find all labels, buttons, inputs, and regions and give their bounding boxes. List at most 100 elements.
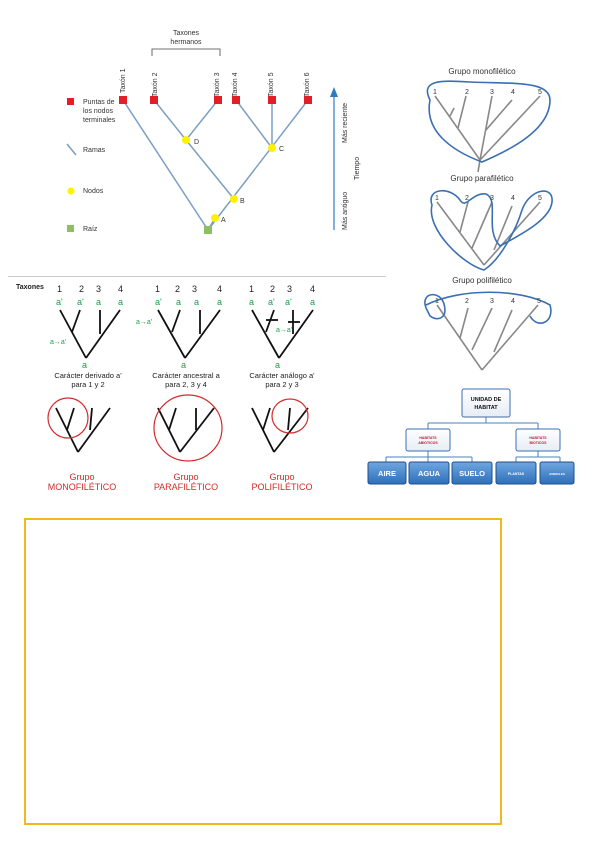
panel3-caption-1: Carácter análogo a' xyxy=(249,371,315,380)
poli-outline xyxy=(424,291,552,324)
taxon-label-6: Taxón 6 xyxy=(304,72,311,97)
panel1-change: a→a' xyxy=(50,339,66,346)
panel1-circle xyxy=(47,397,89,439)
legend-branch-label: Ramas xyxy=(83,147,106,154)
poli-taxon-5: 5 xyxy=(537,298,541,305)
node-c xyxy=(268,144,276,152)
panel2-group-1: Grupo xyxy=(173,472,198,482)
panel1-root: a xyxy=(82,360,87,370)
panel1-state-4: a xyxy=(118,297,123,307)
para-tree xyxy=(436,201,541,266)
panel3-state-4: a xyxy=(310,297,315,307)
poli-tree xyxy=(436,304,539,371)
character-panels: Taxones 1 2 3 4 a' a' a a a→a' a Carácte… xyxy=(16,284,315,492)
habitat-animales-node: ANIMALES xyxy=(539,461,575,485)
taxon-label-4: Taxón 4 xyxy=(232,72,239,97)
time-old-label: Más antiguo xyxy=(342,192,349,230)
panel1-group-1: Grupo xyxy=(69,472,94,482)
habitat-animales-label: ANIMALES xyxy=(549,472,565,476)
poli-taxon-2: 2 xyxy=(465,298,469,305)
panel3-number-3: 3 xyxy=(287,284,292,294)
panel1-group-2: MONOFILÉTICO xyxy=(48,482,117,492)
habitat-suelo-label: SUELO xyxy=(459,469,485,478)
connectors xyxy=(385,417,561,462)
habitat-agua-label: AGUA xyxy=(418,469,441,478)
sisters-label-2: hermanos xyxy=(170,39,202,46)
time-label: Tiempo xyxy=(354,157,361,180)
mono-taxon-3: 3 xyxy=(490,89,494,96)
node-label-c: C xyxy=(279,146,284,153)
habitat-map: UNIDAD DE HABITAT HABITATS ABIOTICOS HAB… xyxy=(367,388,575,485)
poli-title: Grupo polifilético xyxy=(452,276,512,285)
panel1-number-3: 3 xyxy=(96,284,101,294)
group-diagrams: Grupo monofilético 1 2 3 4 5 Grupo paraf… xyxy=(424,67,553,371)
habitat-bio-line-1: HABITATS xyxy=(529,436,547,440)
panel2-state-2: a xyxy=(176,297,181,307)
poli-taxon-1: 1 xyxy=(435,298,439,305)
panel3-circle xyxy=(271,398,309,434)
panel1-state-1: a' xyxy=(56,297,63,307)
para-taxon-1: 1 xyxy=(435,195,439,202)
node-label-d: D xyxy=(194,139,199,146)
para-taxon-4: 4 xyxy=(511,195,515,202)
section-divider xyxy=(8,276,386,277)
panel3-state-3: a' xyxy=(285,297,292,307)
legend-root-label: Raíz xyxy=(83,226,98,233)
habitat-root-line-2: HABITAT xyxy=(474,405,498,411)
habitat-aire-label: AIRE xyxy=(378,469,396,478)
panel3-group-2: POLIFILÉTICO xyxy=(251,482,312,492)
mono-title: Grupo monofilético xyxy=(448,67,516,76)
habitat-abio-line-2: ABIOTICOS xyxy=(418,441,438,445)
answer-box[interactable] xyxy=(24,518,502,825)
taxon-label-1: Taxón 1 xyxy=(120,68,127,93)
habitat-abio-line-1: HABITATS xyxy=(419,436,437,440)
panel1-caption-2: para 1 y 2 xyxy=(71,380,104,389)
node-b xyxy=(230,195,238,203)
panel3-change: a→a' xyxy=(276,327,292,334)
legend-root-swatch xyxy=(67,225,74,232)
panel3-number-1: 1 xyxy=(249,284,254,294)
panel3-caption-2: para 2 y 3 xyxy=(265,380,298,389)
panel1-state-2: a' xyxy=(77,297,84,307)
node-label-b: B xyxy=(240,198,245,205)
panel2-state-3: a xyxy=(194,297,199,307)
panel3-state-1: a xyxy=(249,297,254,307)
mono-taxon-4: 4 xyxy=(511,89,515,96)
panel2-number-4: 4 xyxy=(217,284,222,294)
para-taxon-3: 3 xyxy=(490,195,494,202)
panel3-group-1: Grupo xyxy=(269,472,294,482)
habitat-bio-line-2: BIOTICOS xyxy=(530,441,548,445)
mono-taxon-5: 5 xyxy=(538,89,542,96)
panel1-state-3: a xyxy=(96,297,101,307)
time-arrow-head xyxy=(330,87,338,97)
terminal-tips xyxy=(119,96,312,104)
legend-tip-line-3: terminales xyxy=(83,117,116,124)
main-cladogram: Taxones hermanos Taxón 1 Taxón 2 Taxón 3… xyxy=(66,30,361,234)
mono-taxon-1: 1 xyxy=(433,89,437,96)
panel1-number-1: 1 xyxy=(57,284,62,294)
para-taxon-5: 5 xyxy=(538,195,542,202)
taxon-label-5: Taxón 5 xyxy=(268,72,275,97)
legend-tip-swatch xyxy=(67,98,74,105)
legend-node-label: Nodos xyxy=(83,188,104,195)
habitat-plantas-label: PLANTAS xyxy=(508,472,525,476)
time-recent-label: Más reciente xyxy=(342,103,349,143)
taxones-label: Taxones xyxy=(16,284,44,291)
branches xyxy=(122,99,309,231)
panel2-state-4: a xyxy=(217,297,222,307)
panel2-number-1: 1 xyxy=(155,284,160,294)
root-marker xyxy=(204,226,212,234)
panel2-change: a→a' xyxy=(136,319,152,326)
panel1-number-2: 2 xyxy=(79,284,84,294)
taxon-label-3: Taxón 3 xyxy=(214,72,221,97)
panel-1: 1 2 3 4 a' a' a a a→a' a Carácter deriva… xyxy=(47,284,123,492)
panel2-caption-2: para 2, 3 y 4 xyxy=(165,380,207,389)
panel-2: 1 2 3 4 a' a a a a→a' a Carácter ancestr… xyxy=(136,284,223,492)
legend-node-swatch xyxy=(67,187,75,195)
para-outline xyxy=(430,190,553,271)
node-label-a: A xyxy=(221,217,226,224)
taxon-label-2: Taxón 2 xyxy=(152,72,159,97)
panel2-number-3: 3 xyxy=(192,284,197,294)
para-taxon-2: 2 xyxy=(465,195,469,202)
panel2-group-2: PARAFILÉTICO xyxy=(154,482,218,492)
